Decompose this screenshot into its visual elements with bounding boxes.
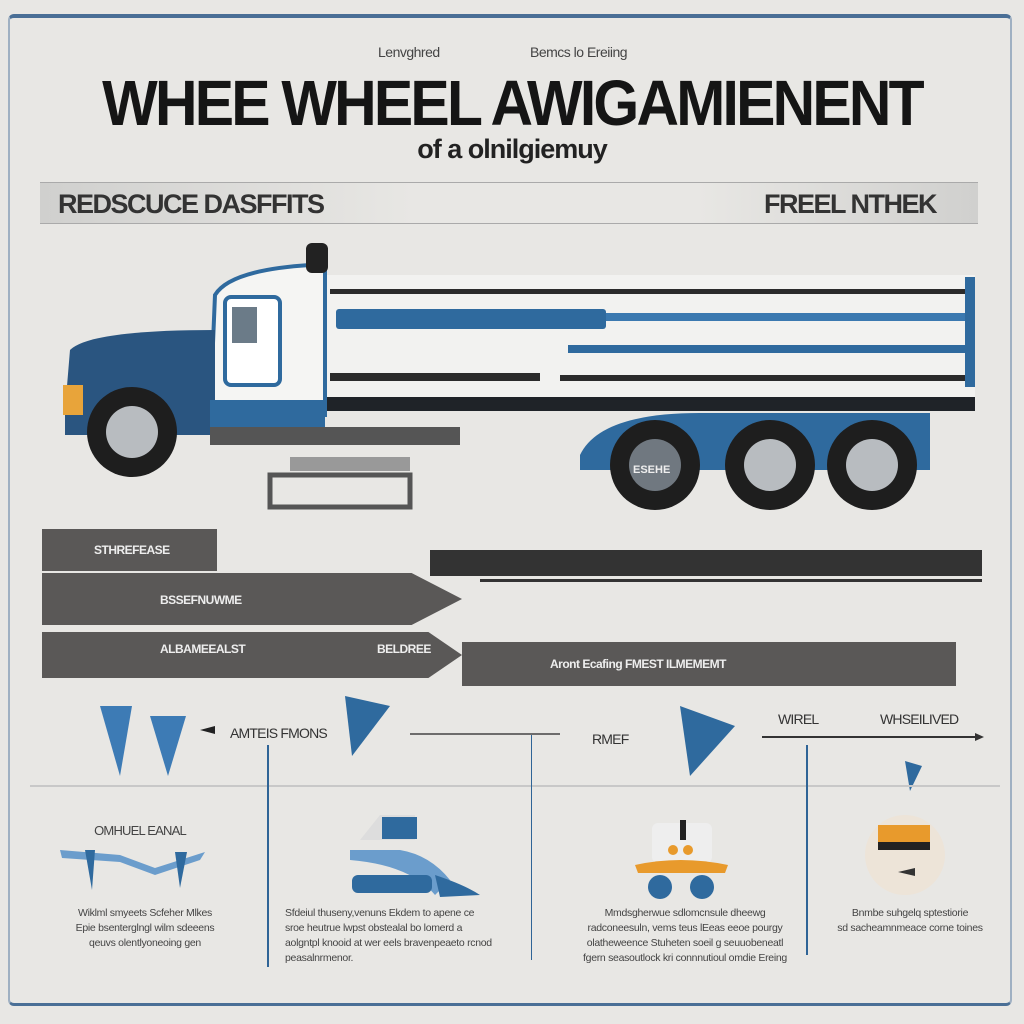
column-4-text: Bnmbe suhgelq sptestiorie sd sacheamnmea… <box>825 906 995 936</box>
divider <box>480 579 982 582</box>
banner-3-label: ALBAMEEALST <box>160 642 246 656</box>
wheel-label: ESEHE <box>633 464 671 476</box>
text-line: Sfdeiul thuseny,venuns Ekdem to apene ce <box>285 907 475 919</box>
pointer-3 <box>345 696 390 756</box>
header-tag-left: Lenvghred <box>378 44 440 60</box>
truck-illustration <box>63 243 975 510</box>
pointer-graphics <box>30 696 1000 791</box>
page-subtitle: of a olnilgiemuy <box>417 134 608 164</box>
text-line: Mmdsgherwue sdlomcnsule dheewg <box>604 907 766 919</box>
infographic-frame <box>8 14 1012 1006</box>
text-line: sroe heutrue lwpst obstealal bo lomerd a <box>285 922 463 934</box>
text-line: fgern seasoutlock kri connnutioul omdie … <box>583 952 787 964</box>
text-line: Epie bsenterglngl wilm sdeeens <box>75 922 215 934</box>
front-wheel <box>87 387 177 477</box>
text-line: olatheweence Stuheten soeil g seuuobenea… <box>586 937 784 949</box>
banner-4-label: Aront Ecafing FMEST ILMEMEMT <box>550 657 727 671</box>
pointer-4 <box>680 706 735 776</box>
text-line: qeuvs olentlyoneoing gen <box>89 937 201 949</box>
column-divider-1 <box>267 745 269 967</box>
band-left-label: REDSCUCE DASFFITS <box>58 189 325 219</box>
pointer-2 <box>150 716 186 776</box>
alignment-icon <box>60 850 205 890</box>
text-line: peasalnrmenor. <box>285 952 354 964</box>
label-c: WIREL <box>778 711 819 727</box>
rear-wheel-1 <box>610 420 700 510</box>
banner-3-label-b: BELDREE <box>377 642 431 656</box>
banner-2-label: BSSEFNUWME <box>160 593 242 607</box>
banner-1: STHREFEASE <box>42 529 217 571</box>
gauge-icon <box>865 815 945 895</box>
banner-1-label: STHREFEASE <box>94 543 170 557</box>
rear-wheel-2 <box>725 420 815 510</box>
text-line: aolgntpl knooid at wer eels bravenpeaeto… <box>285 937 492 949</box>
banner-3: ALBAMEEALST BELDREE <box>42 632 462 678</box>
column-1-text: Wiklml smyeets Scfeher Mlkes Epie bsente… <box>45 906 245 951</box>
page-title: WHEE WHEEL AWIGAMIENENT <box>102 67 924 139</box>
banner-2: BSSEFNUWME <box>42 573 462 625</box>
text-line: sd sacheamnmeace corne toines <box>837 922 983 934</box>
column-1-heading: OMHUEL EANAL <box>94 823 187 838</box>
rear-wheel-3 <box>827 420 917 510</box>
column-divider-2 <box>531 735 532 960</box>
label-b: RMEF <box>592 731 629 747</box>
banner-4: Aront Ecafing FMEST ILMEMEMT <box>462 642 956 686</box>
banner-dark-bar <box>430 550 982 576</box>
label-a: AMTEIS FMONS <box>230 725 328 741</box>
band-right-label: FREEL NTHEK <box>764 189 938 219</box>
pointer-1 <box>100 706 132 776</box>
section-band: REDSCUCE DASFFITS FREEL NTHEK <box>40 182 978 224</box>
column-3-text: Mmdsgherwue sdlomcnsule dheewg radconees… <box>565 906 805 966</box>
text-line: radconeesuln, vems teus lEeas eeoe pourg… <box>587 922 783 934</box>
column-divider-3 <box>806 745 808 955</box>
header-tag-right: Bemcs lo Ereiing <box>530 44 628 60</box>
pointer-5 <box>905 761 922 791</box>
column-2-text: Sfdeiul thuseny,venuns Ekdem to apene ce… <box>285 906 515 966</box>
label-d: WHSEILIVED <box>880 711 959 727</box>
steering-tool-icon <box>350 815 480 897</box>
text-line: Wiklml smyeets Scfeher Mlkes <box>78 907 212 919</box>
text-line: Bnmbe suhgelq sptestiorie <box>851 907 969 919</box>
alignment-machine-icon <box>635 820 728 899</box>
